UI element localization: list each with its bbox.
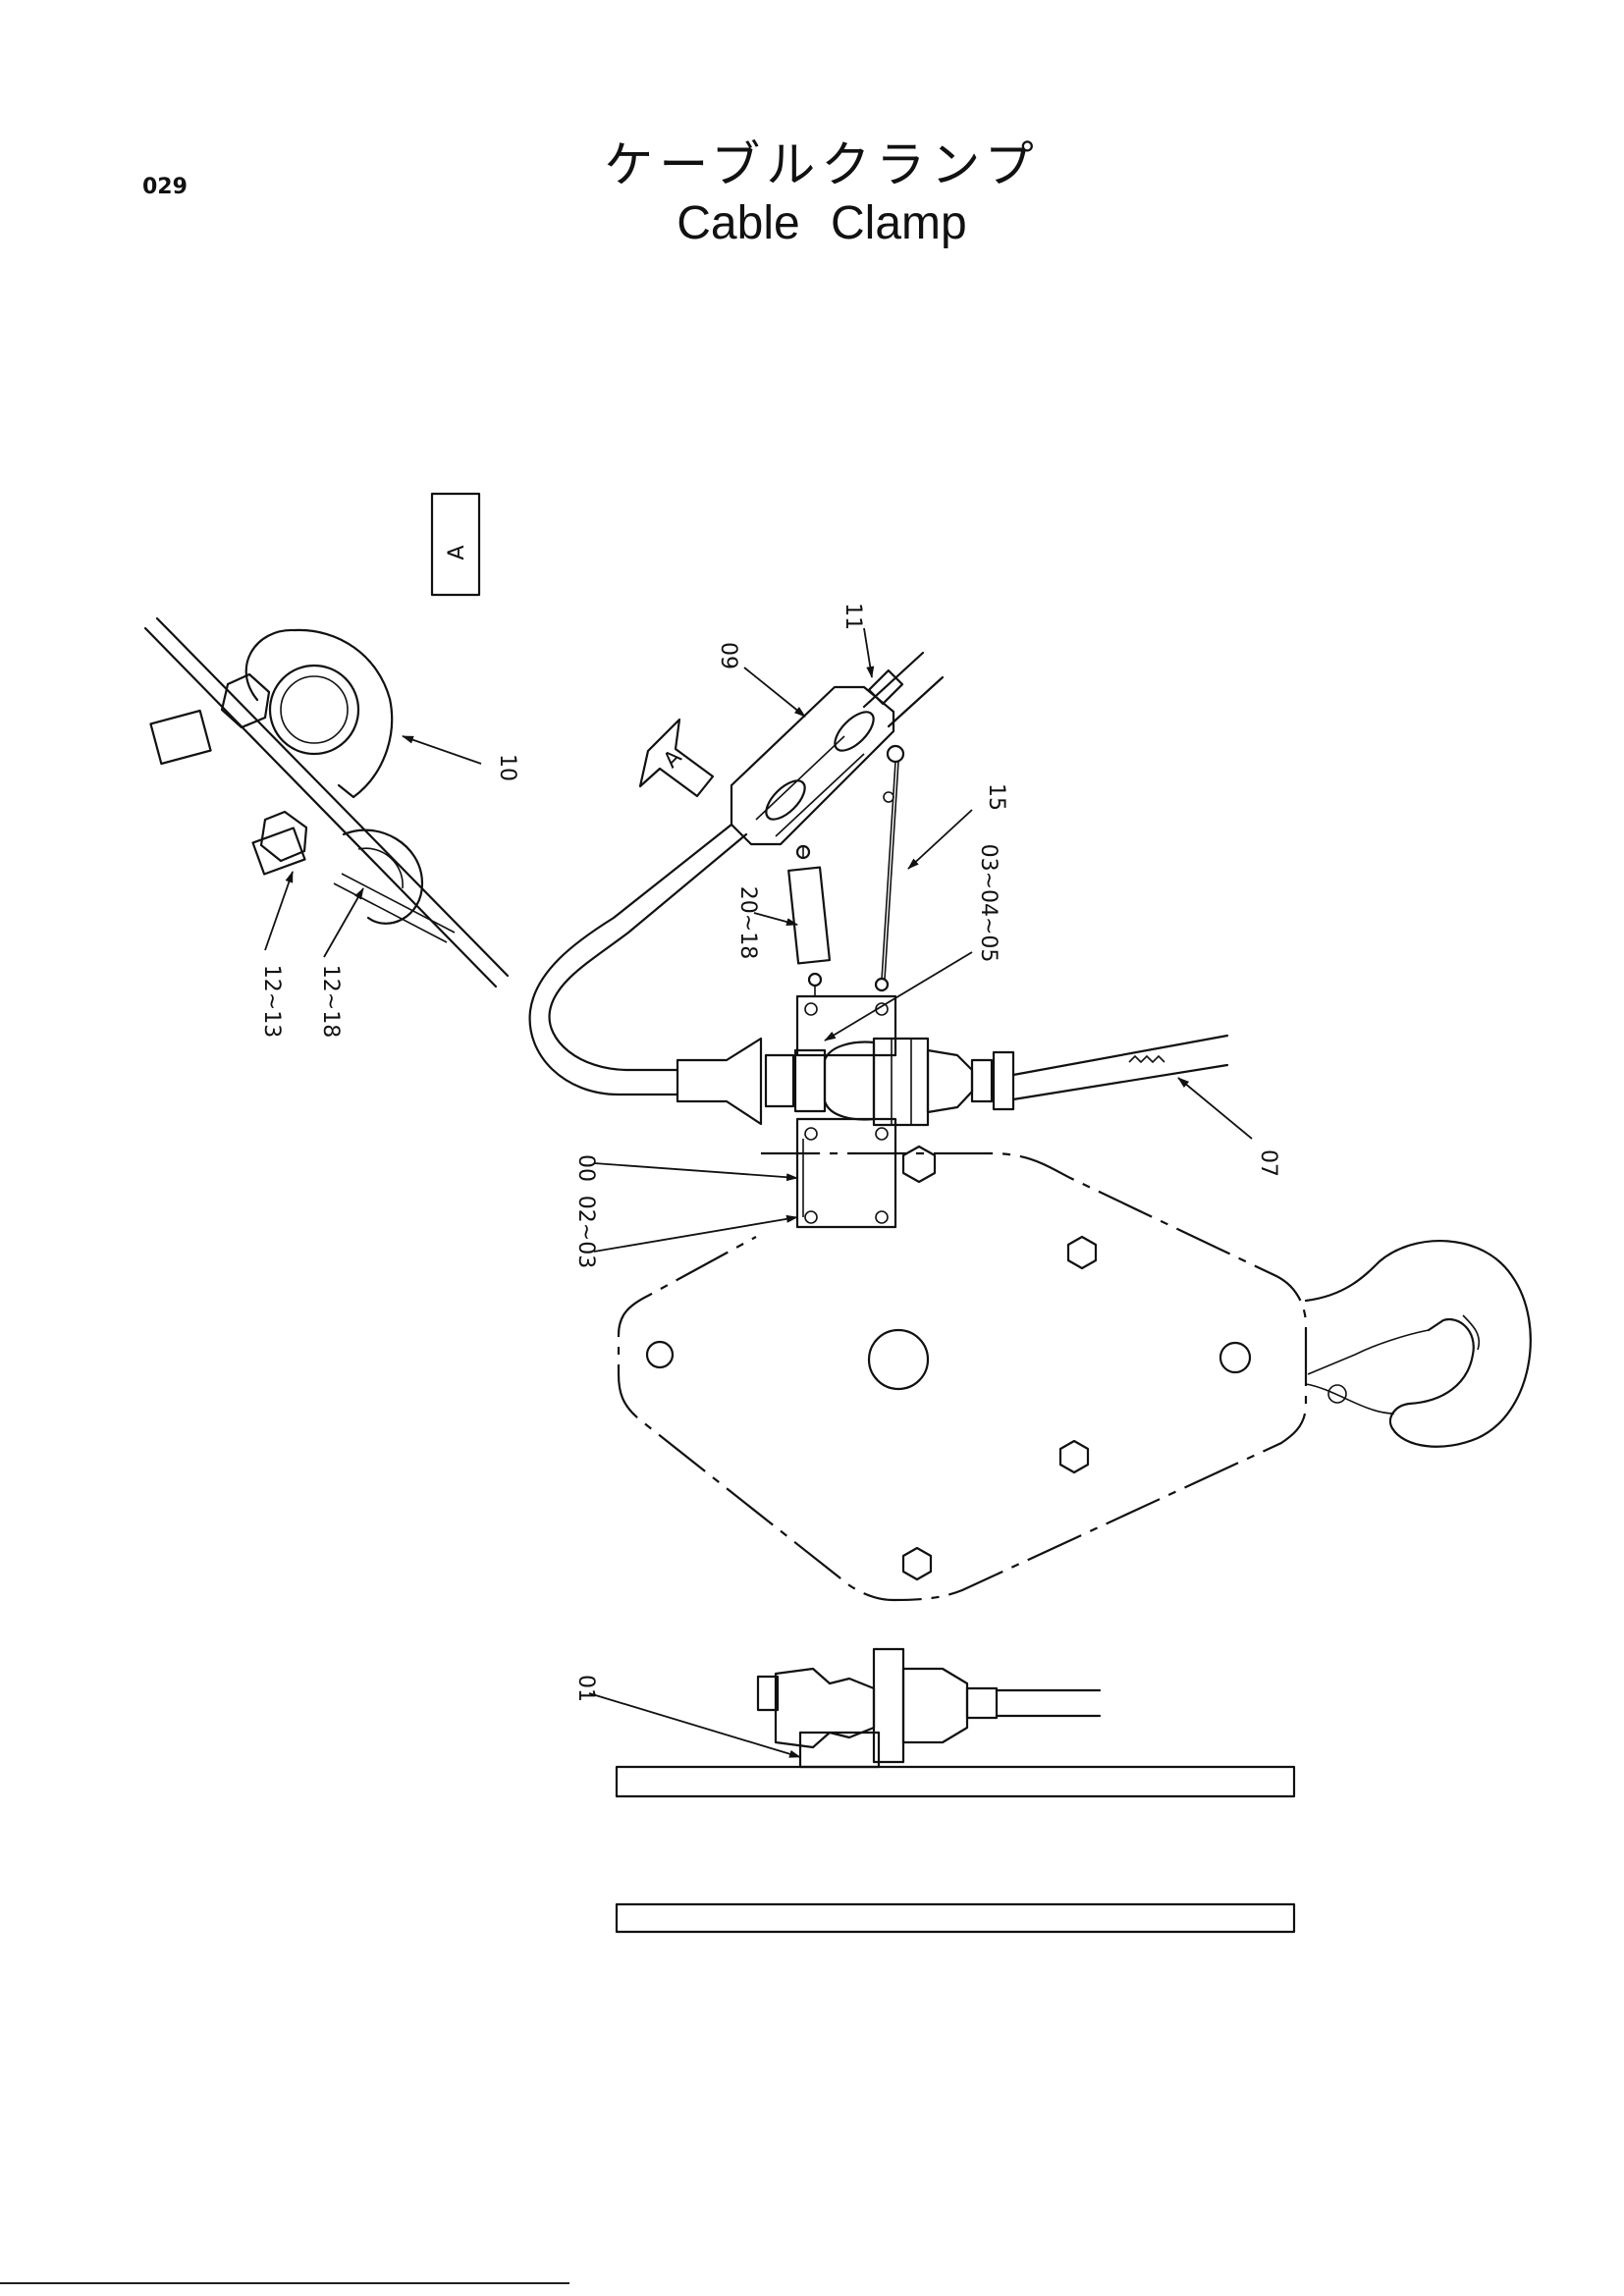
connector-assembly [676,1034,1229,1127]
title-japanese: ケーブルクランプ [604,136,1040,193]
upper-clamp [730,651,945,846]
label-03-04-05: 03~04~05 [976,844,1001,963]
hook [1304,1240,1532,1448]
main-plate [617,1145,1308,1602]
label-12-18: 12~18 [318,965,343,1038]
leader-lines [264,627,1253,1758]
view-a-arrow: A [638,718,715,798]
label-02-03: 02~03 [573,1196,598,1268]
wire-rope [874,761,899,992]
label-10: 10 [495,754,519,781]
label-20-18: 20~18 [735,886,760,959]
view-a-arrow-label: A [659,745,686,773]
label-11: 11 [840,603,865,630]
clamp-bracket [795,994,897,1229]
page-number: 029 [142,175,188,199]
footer-rule [0,2282,569,2284]
label-15: 15 [984,783,1008,811]
turnbuckle [787,844,832,996]
label-00: 00 [573,1154,598,1182]
title-block: ケーブルクランプ Cable Clamp [0,135,1624,253]
detail-view-a [143,616,510,988]
label-01: 01 [573,1675,598,1702]
view-a-box: A [430,492,481,597]
label-09: 09 [716,642,740,669]
label-12-13: 12~13 [259,965,284,1038]
bent-cable [528,823,748,1096]
label-07: 07 [1256,1149,1280,1177]
side-elevation [615,1647,1296,1934]
title-english: Cable Clamp [677,197,967,249]
part-labels: 10 12~13 12~18 09 11 15 20~18 03~04~05 0… [259,603,1280,1702]
view-a-box-label: A [445,545,469,560]
